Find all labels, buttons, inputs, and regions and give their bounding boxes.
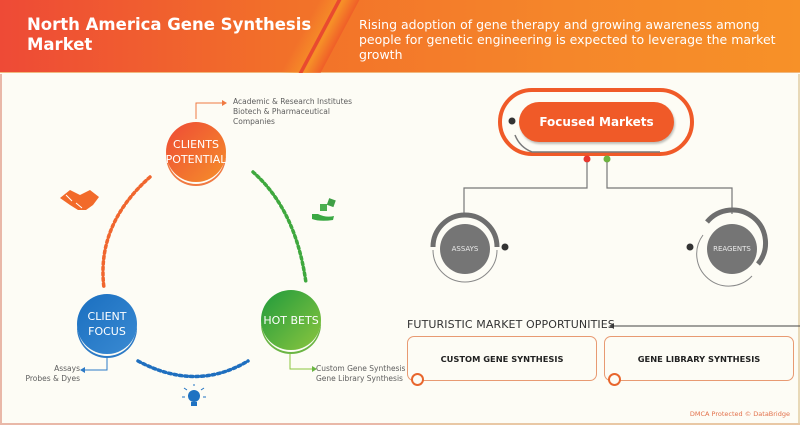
opportunity-card: GENE LIBRARY SYNTHESIS	[604, 336, 794, 381]
right-edge-border	[798, 74, 800, 425]
focused-dot-red	[583, 155, 591, 163]
page-title: North America Gene Synthesis Market	[27, 15, 312, 54]
clients-potential-circle: CLIENTS POTENTIAL	[166, 122, 226, 182]
reagents-circle: REAGENTS	[707, 224, 757, 274]
opportunities-title: FUTURISTIC MARKET OPPORTUNITIES	[407, 318, 615, 331]
focused-outer-ring	[498, 88, 694, 156]
note-line: Gene Library Synthesis	[316, 374, 403, 383]
lightbulb-icon	[182, 384, 206, 406]
reagents-dot	[686, 243, 694, 251]
handshake-icon	[60, 190, 99, 210]
dotted-arc-blue	[136, 359, 250, 379]
clients-arrowhead	[222, 100, 227, 106]
assays-circle: ASSAYS	[440, 224, 490, 274]
opportunities-arrowhead	[609, 323, 614, 329]
header-banner: North America Gene Synthesis Market Risi…	[0, 0, 800, 73]
note-line: Assays	[54, 364, 80, 373]
hot-connector	[289, 354, 314, 370]
dotted-arc-orange	[101, 175, 152, 290]
note-line: Academic & Research Institutes	[233, 97, 353, 106]
assays-dot	[501, 243, 509, 251]
hot-bets-notes: Custom Gene Synthesis Gene Library Synth…	[316, 364, 405, 384]
opportunity-ring-icon	[411, 373, 424, 386]
client-focus-circle: CLIENT FOCUS	[77, 294, 137, 354]
note-line: Custom Gene Synthesis	[316, 364, 406, 373]
focused-dot-green	[603, 155, 611, 163]
client-focus-notes: Assays Probes & Dyes	[10, 364, 80, 384]
reagents-connector	[606, 162, 733, 214]
watermark: DMCA Protected © DataBridge	[689, 410, 790, 418]
note-line: Biotech & Pharmaceutical	[233, 107, 330, 116]
clients-potential-notes: Academic & Research Institutes Biotech &…	[233, 97, 352, 127]
money-hand-icon	[312, 198, 336, 221]
clients-connector	[195, 102, 222, 119]
assays-connector	[463, 162, 588, 214]
opportunity-card: CUSTOM GENE SYNTHESIS	[407, 336, 597, 381]
note-line: Companies	[233, 117, 275, 126]
note-line: Probes & Dyes	[25, 374, 80, 383]
hot-arrowhead	[312, 366, 317, 372]
focus-connector	[85, 358, 108, 371]
dotted-arc-green	[251, 170, 308, 285]
focused-dot-dark	[508, 117, 516, 125]
header-tagline: Rising adoption of gene therapy and grow…	[359, 17, 776, 62]
hot-bets-circle: HOT BETS	[261, 290, 321, 350]
left-panel-frame	[0, 74, 400, 425]
opportunity-ring-icon	[608, 373, 621, 386]
focused-markets-pill: Focused Markets	[519, 102, 674, 142]
focus-arrowhead	[80, 367, 85, 373]
bottom-border	[400, 423, 800, 425]
